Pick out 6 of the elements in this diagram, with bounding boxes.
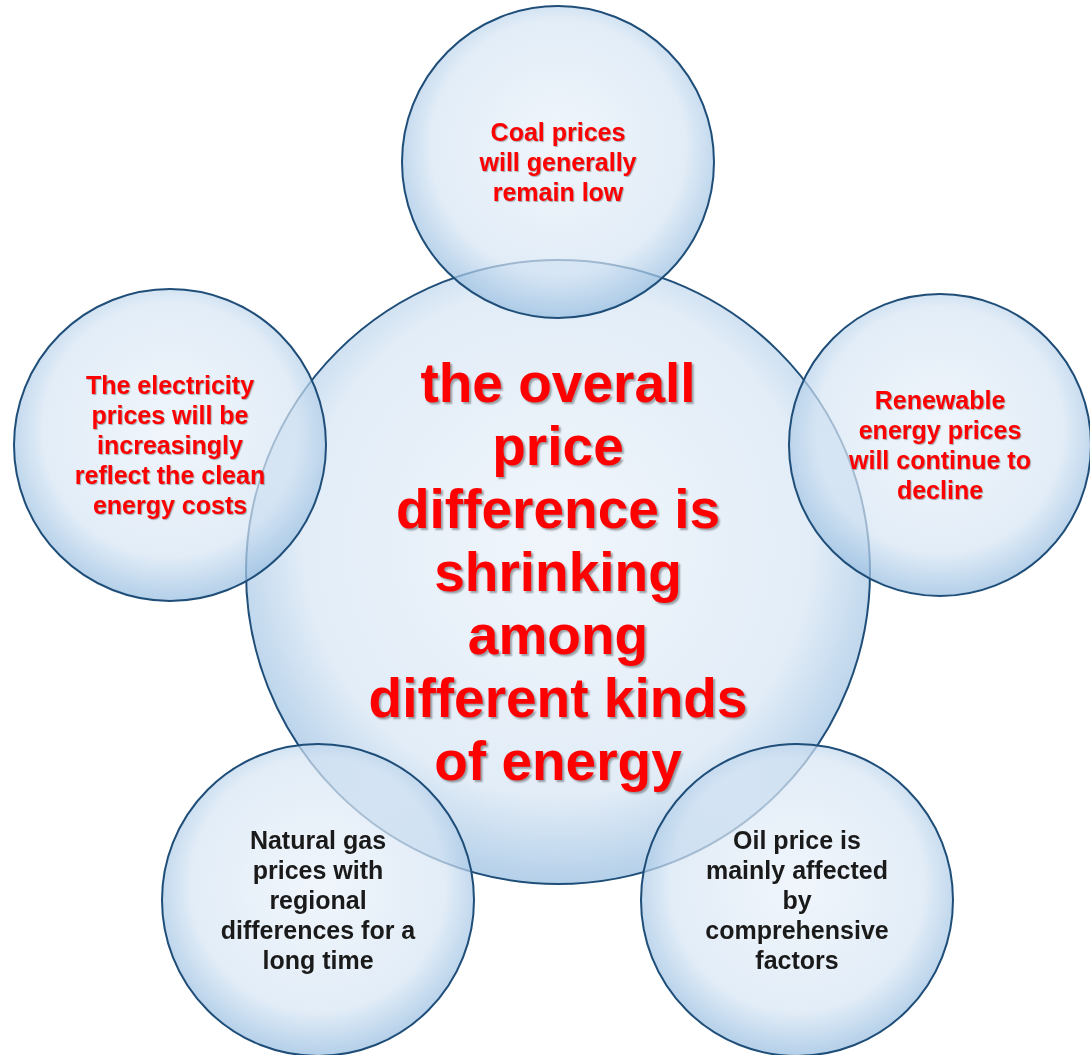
bubble-text: Coal prices will generally remain low xyxy=(478,117,638,207)
bubble-text: Oil price is mainly affected by comprehensive factors xyxy=(704,825,890,975)
bubble-text: The electricity prices will be increasingly reflect the clean energy costs xyxy=(73,370,267,520)
bubble-text: Renewable energy prices will continue to decline xyxy=(848,385,1032,505)
bubble-text: Natural gas prices with regional differences for a long time xyxy=(220,825,416,975)
main-statement: the overall price difference is shrinking among different kinds of energy xyxy=(367,351,749,793)
